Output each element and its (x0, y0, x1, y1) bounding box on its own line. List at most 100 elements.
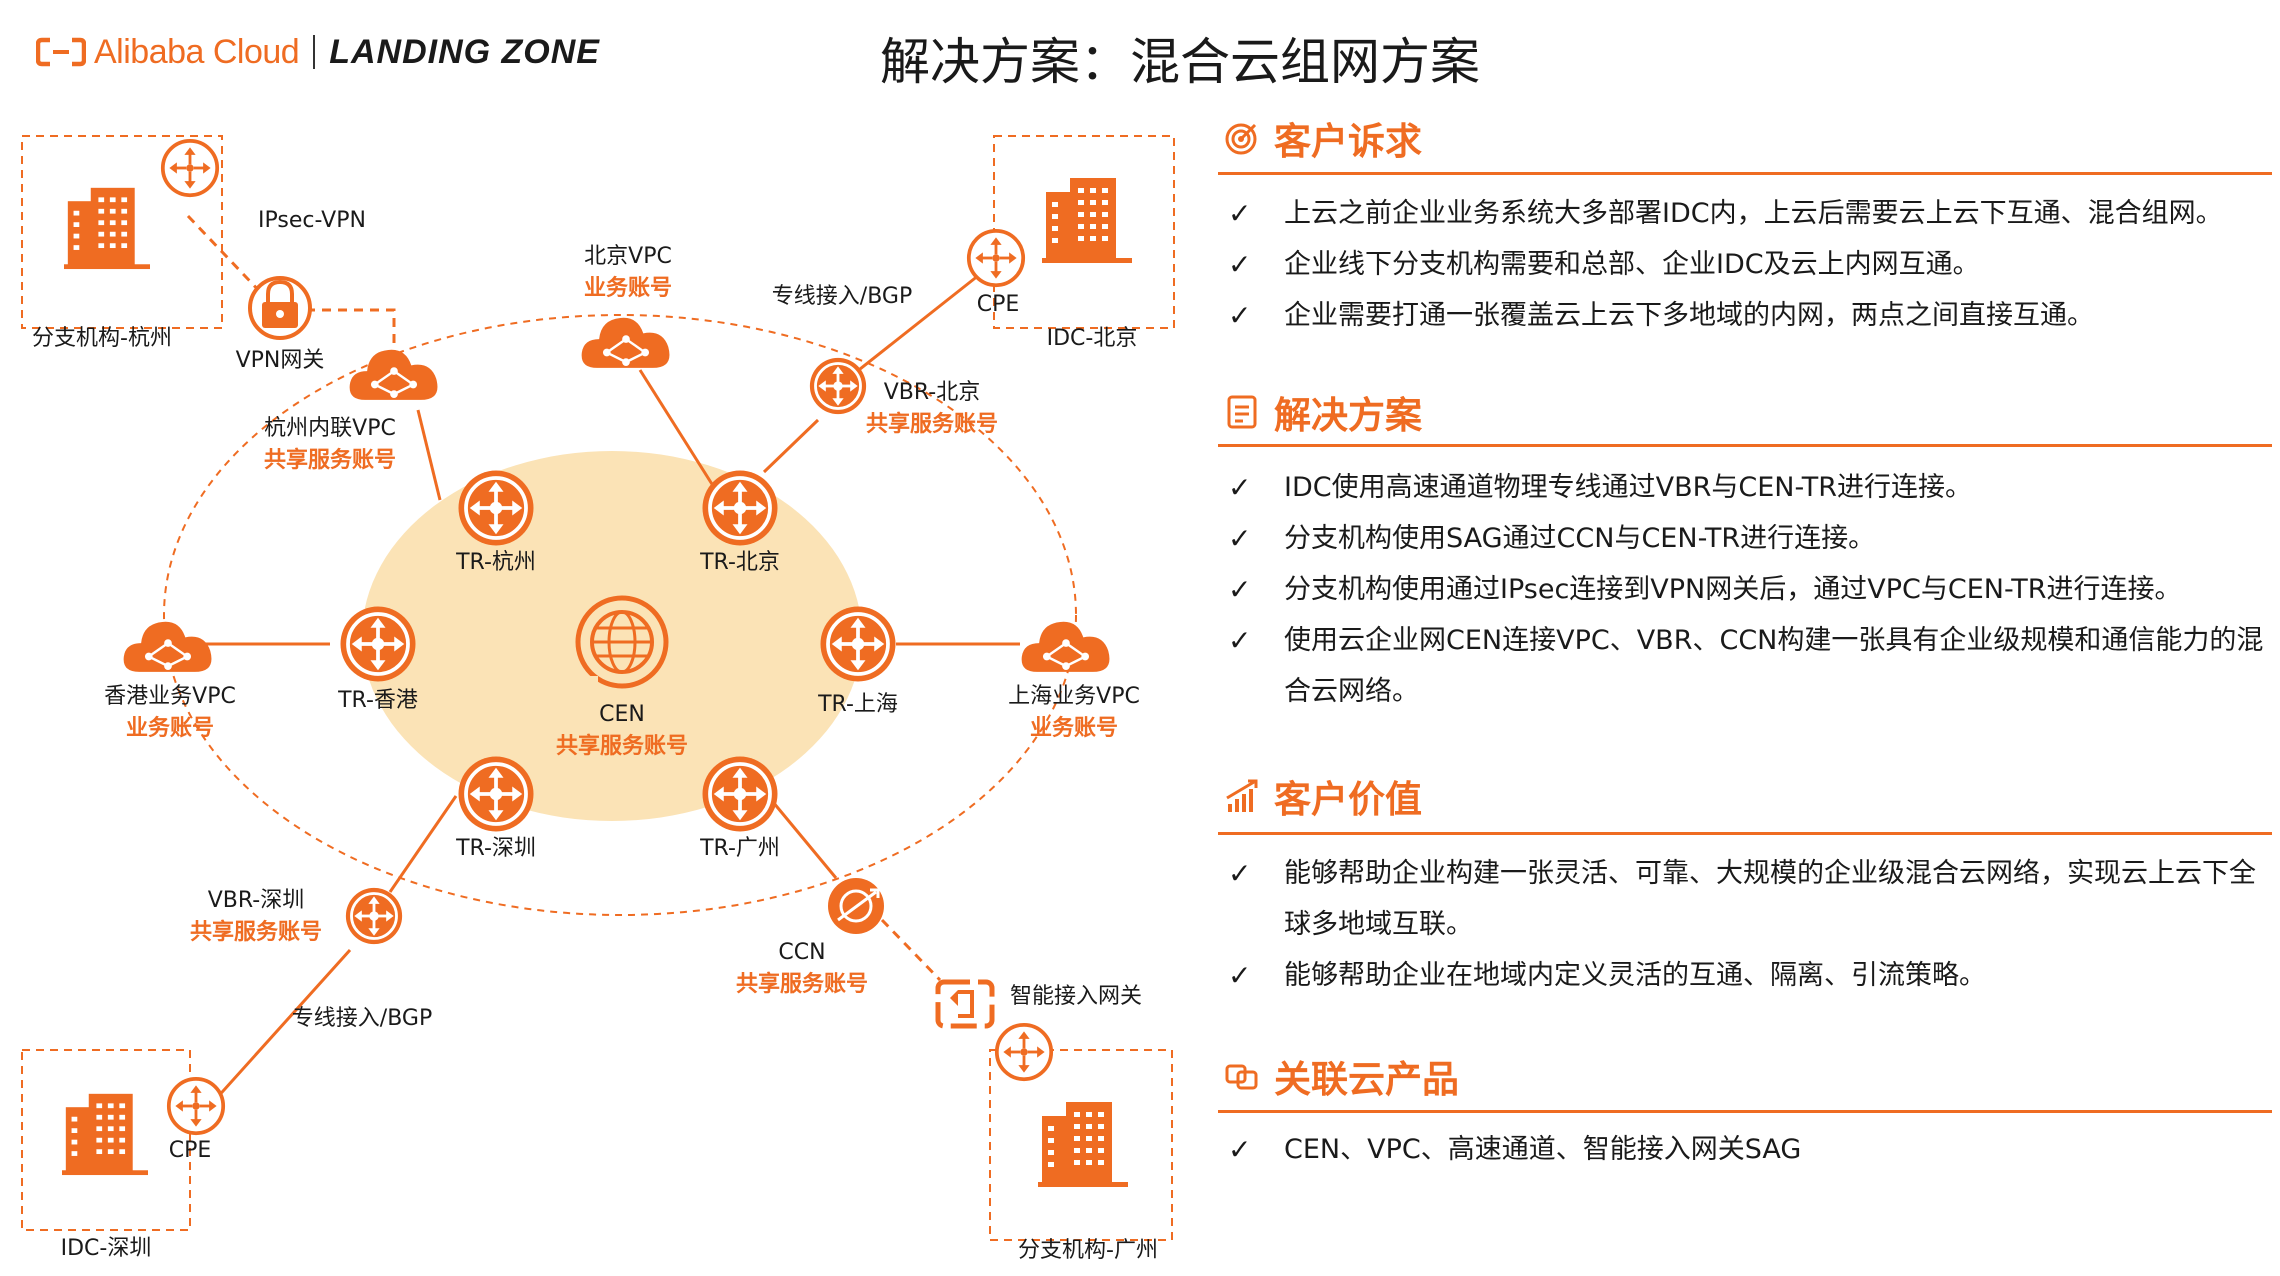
section-demands-header: 客户诉求 (1224, 112, 1422, 164)
section-products-header: 关联云产品 (1224, 1050, 1459, 1102)
branch-hz-label: 分支机构-杭州 (32, 326, 172, 351)
idc-sz-building-icon (62, 1093, 148, 1176)
tr-sz-router-icon (456, 754, 536, 834)
tr-hk-label: TR-香港 (338, 688, 418, 713)
cen-core-area (362, 451, 862, 821)
vbr-bj-router-icon (808, 356, 868, 416)
hk-vpc-account-label: 业务账号 (125, 716, 215, 741)
tr-bj-label: TR-北京 (700, 550, 780, 575)
list-item: ✓分支机构使用SAG通过CCN与CEN-TR进行连接。 (1222, 513, 2280, 564)
check-icon: ✓ (1228, 299, 1252, 332)
branch-hz-box (21, 135, 223, 329)
vpn-gateway-icon (248, 276, 312, 340)
page-title: 解决方案：混合云组网方案 (880, 33, 1480, 91)
bj-vpc-label: 北京VPC (584, 244, 672, 269)
brand-logo: Alibaba Cloud LANDING ZONE (36, 30, 600, 74)
vbr-bj-label: VBR-北京 (883, 380, 981, 405)
section-demands-divider (1218, 172, 2272, 175)
section-solution-title: 解决方案 (1274, 394, 1422, 437)
branch-hz-building-icon (64, 187, 150, 270)
vpn-gateway-label: VPN网关 (235, 348, 325, 373)
diagram-canvas (21, 135, 1175, 1241)
cpe-bj-router-icon (966, 228, 1026, 288)
hz-vpc-account-label: 共享服务账号 (263, 448, 397, 473)
hk-vpc-label: 香港业务VPC (104, 684, 236, 709)
idc-sz-label: IDC-深圳 (60, 1236, 152, 1261)
network-diagram: 分支机构-杭州 IPsec-VPN VPN网关 杭州内联VPC 共享服务账号 北… (0, 120, 1200, 1276)
alibaba-cloud-logo-icon (36, 37, 86, 67)
bj-vpc-cloud-icon (580, 316, 671, 370)
sub-brand-name: LANDING ZONE (329, 32, 600, 71)
list-item: ✓CEN、VPC、高速通道、智能接入网关SAG (1222, 1124, 2280, 1175)
check-icon: ✓ (1228, 857, 1252, 890)
leased-bgp-bj-label: 专线接入/BGP (771, 284, 913, 309)
cpe-bj-label: CPE (976, 292, 1020, 317)
branch-gz-box (989, 1049, 1173, 1241)
list-item: ✓分支机构使用通过IPsec连接到VPN网关后，通过VPC与CEN-TR进行连接… (1222, 564, 2280, 615)
tr-hk-router-icon (338, 604, 418, 684)
sh-vpc-label: 上海业务VPC (1008, 684, 1140, 709)
section-products-divider (1218, 1110, 2272, 1113)
check-icon: ✓ (1228, 624, 1252, 657)
idc-sz-box (21, 1049, 191, 1231)
cpe-sz-router-icon (166, 1076, 226, 1136)
cpe-gz-router-icon (994, 1022, 1054, 1082)
bj-vpc-account-label: 业务账号 (583, 276, 673, 301)
vbr-bj-account-label: 共享服务账号 (865, 412, 999, 437)
ccn-label: CCN (778, 940, 826, 965)
branch-gz-building-icon (1038, 1102, 1128, 1187)
tr-gz-router-icon (700, 754, 780, 834)
cen-account-label: 共享服务账号 (555, 734, 689, 759)
check-icon: ✓ (1228, 573, 1252, 606)
tr-gz-label: TR-广州 (700, 836, 780, 861)
vbr-sz-router-icon (344, 886, 404, 946)
section-solution-header: 解决方案 (1224, 386, 1422, 438)
sag-icon (935, 979, 995, 1029)
ccn-account-label: 共享服务账号 (735, 972, 869, 997)
leased-bgp-sz-label: 专线接入/BGP (291, 1006, 433, 1031)
ccn-icon (828, 878, 884, 934)
linked-products-icon (1225, 1064, 1258, 1090)
tr-sz-label: TR-深圳 (456, 836, 536, 861)
tr-sh-router-icon (818, 604, 898, 684)
sh-vpc-account-label: 业务账号 (1029, 716, 1119, 741)
target-icon (1225, 123, 1257, 155)
section-value-title: 客户价值 (1274, 778, 1422, 821)
list-item: ✓企业需要打通一张覆盖云上云下多地域的内网，两点之间直接互通。 (1222, 290, 2280, 341)
ipsec-vpn-label: IPsec-VPN (258, 208, 366, 233)
tr-bj-router-icon (700, 468, 780, 548)
section-value-divider (1218, 832, 2272, 835)
products-list: ✓CEN、VPC、高速通道、智能接入网关SAG (1222, 1124, 2280, 1175)
branch-gz-label: 分支机构-广州 (1018, 1238, 1158, 1263)
check-icon: ✓ (1228, 959, 1252, 992)
cen-ring (163, 314, 1077, 916)
value-list: ✓能够帮助企业构建一张灵活、可靠、大规模的企业级混合云网络，实现云上云下全球多地… (1222, 848, 2262, 1001)
hk-vpc-cloud-icon (122, 620, 213, 674)
document-icon (1227, 395, 1257, 429)
tr-hz-label: TR-杭州 (456, 550, 536, 575)
list-item: ✓上云之前企业业务系统大多部署IDC内，上云后需要云上云下互通、混合组网。 (1222, 188, 2280, 239)
section-value-header: 客户价值 (1224, 770, 1422, 822)
tr-sh-label: TR-上海 (818, 692, 898, 717)
cpe-sz-label: CPE (168, 1138, 212, 1163)
check-icon: ✓ (1228, 1133, 1252, 1166)
cen-label: CEN (599, 702, 645, 727)
idc-bj-label: IDC-北京 (1046, 326, 1138, 351)
hz-vpc-label: 杭州内联VPC (264, 416, 396, 441)
list-item: ✓使用云企业网CEN连接VPC、VBR、CCN构建一张具有企业级规模和通信能力的… (1222, 615, 2280, 717)
tr-hz-router-icon (456, 468, 536, 548)
cen-globe-icon (575, 595, 669, 689)
section-solution-divider (1218, 444, 2272, 447)
list-item: ✓企业线下分支机构需要和总部、企业IDC及云上内网互通。 (1222, 239, 2280, 290)
vbr-sz-account-label: 共享服务账号 (189, 920, 323, 945)
sag-label: 智能接入网关 (1009, 984, 1143, 1009)
growth-chart-icon (1226, 779, 1258, 812)
section-demands-title: 客户诉求 (1274, 120, 1422, 163)
hz-vpc-cloud-icon (348, 348, 439, 402)
list-item: ✓能够帮助企业构建一张灵活、可靠、大规模的企业级混合云网络，实现云上云下全球多地… (1222, 848, 2262, 950)
list-item: ✓IDC使用高速通道物理专线通过VBR与CEN-TR进行连接。 (1222, 462, 2280, 513)
solution-list: ✓IDC使用高速通道物理专线通过VBR与CEN-TR进行连接。 ✓分支机构使用S… (1222, 462, 2280, 717)
check-icon: ✓ (1228, 248, 1252, 281)
brand-divider (313, 35, 316, 69)
check-icon: ✓ (1228, 197, 1252, 230)
